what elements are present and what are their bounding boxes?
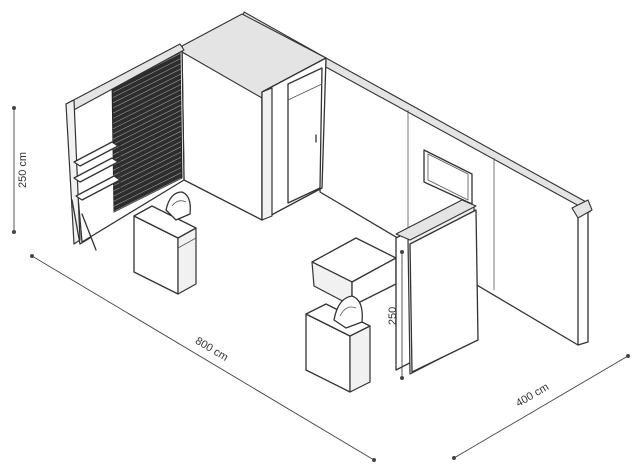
left-chair <box>165 191 191 221</box>
left-counter <box>133 205 197 295</box>
slat-line <box>112 136 182 171</box>
dimension-depth: 400 cm <box>452 354 630 460</box>
slat-line <box>112 156 182 192</box>
slat-line <box>112 110 182 145</box>
slat-line <box>112 94 182 130</box>
storage-room <box>181 13 327 221</box>
slat-line <box>112 68 182 104</box>
slat-line <box>112 99 182 135</box>
slat-line <box>112 120 182 156</box>
slat-line <box>112 151 182 187</box>
center-table <box>311 237 397 307</box>
slat-line <box>112 130 182 166</box>
slat-line <box>112 63 182 98</box>
slat-line <box>112 104 182 140</box>
depth-label: 400 cm <box>514 381 551 410</box>
slat-line <box>112 162 182 197</box>
slat-line <box>112 58 182 93</box>
slat-line <box>112 167 182 202</box>
slat-line <box>112 84 182 119</box>
dimension-wall-height: 250 cm <box>12 106 29 234</box>
slat-line <box>112 141 182 176</box>
slatwall <box>65 43 185 245</box>
slat-line <box>112 177 182 213</box>
front-chair <box>333 295 363 329</box>
slat-line <box>112 115 182 150</box>
slat-line <box>112 73 182 109</box>
slat-line <box>112 146 182 182</box>
length-label: 800 cm <box>193 335 230 364</box>
slat-line <box>112 78 182 114</box>
partition-height-label: 250 <box>387 307 399 325</box>
right-end-wall <box>571 199 593 346</box>
display-stand <box>71 199 97 251</box>
wall-shelves <box>73 141 121 201</box>
wall-height-label: 250 cm <box>17 152 29 188</box>
front-partition <box>395 199 479 375</box>
slat-line <box>112 89 182 124</box>
slat-line <box>112 125 182 161</box>
dimension-partition-height: 250 <box>387 250 404 380</box>
slat-line <box>112 172 182 208</box>
storage-door[interactable] <box>287 67 323 204</box>
